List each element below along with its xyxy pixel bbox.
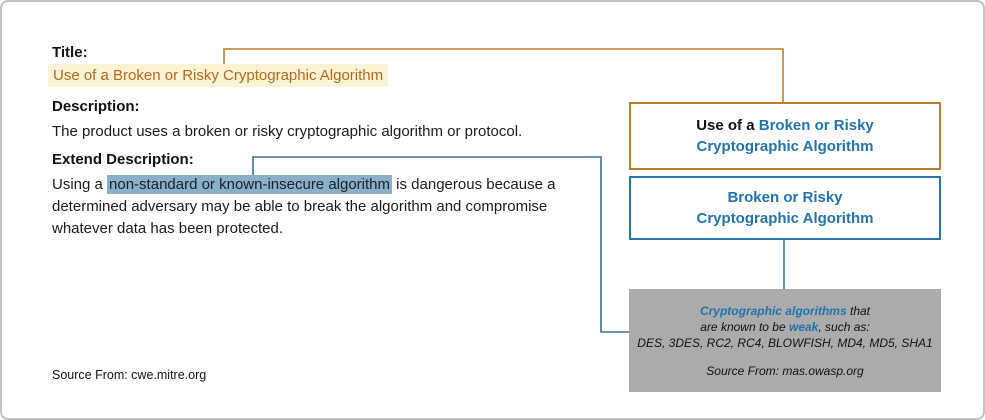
description-text: The product uses a broken or risky crypt…: [52, 123, 523, 140]
cwe-title-box-text: Use of a Broken or Risky Cryptographic A…: [696, 115, 874, 157]
algorithm-name-box: Broken or Risky Cryptographic Algorithm: [629, 176, 941, 240]
note-line1-blue: Cryptographic algorithms: [699, 303, 847, 318]
title-label: Title:: [52, 44, 88, 61]
note-line-2: are known to be weak, such as:: [637, 319, 933, 335]
algorithm-name-line1: Broken or Risky: [727, 189, 843, 206]
cwe-title-prefix: Use of a: [696, 117, 759, 134]
cwe-title-line1: Broken or Risky: [758, 117, 874, 134]
description-label: Description:: [52, 98, 140, 115]
extend-description-text: Using a non-standard or known-insecure a…: [52, 174, 584, 240]
algorithm-name-box-text: Broken or Risky Cryptographic Algorithm: [697, 187, 874, 229]
title-value-wrap: Use of a Broken or Risky Cryptographic A…: [48, 64, 389, 87]
extend-description-label: Extend Description:: [52, 151, 194, 168]
cwe-title-line2: Cryptographic Algorithm: [696, 138, 874, 155]
weak-algorithms-note-box: Cryptographic algorithms that are known …: [629, 289, 941, 392]
highlighted-phrase: non-standard or known-insecure algorithm: [107, 175, 393, 194]
note-line1-rest: that: [846, 303, 871, 318]
extend-text-post: is dangerous because a determined advers…: [52, 176, 556, 237]
source-attribution-note: Source From: mas.owasp.org: [706, 363, 864, 378]
cwe-title-box: Use of a Broken or Risky Cryptographic A…: [629, 102, 941, 170]
extend-text-pre: Using a: [52, 176, 108, 193]
note-line2-post: , such as:: [818, 319, 870, 334]
note-algorithm-list: DES, 3DES, RC2, RC4, BLOWFISH, MD4, MD5,…: [637, 335, 933, 350]
title-value-highlighted: Use of a Broken or Risky Cryptographic A…: [48, 64, 389, 87]
note-line-1: Cryptographic algorithms that: [637, 303, 933, 319]
note-line2-blue: weak: [789, 319, 819, 334]
note-line2-pre: are known to be: [700, 319, 789, 334]
algorithm-name-line2: Cryptographic Algorithm: [696, 210, 874, 227]
source-attribution-left: Source From: cwe.mitre.org: [52, 368, 207, 382]
